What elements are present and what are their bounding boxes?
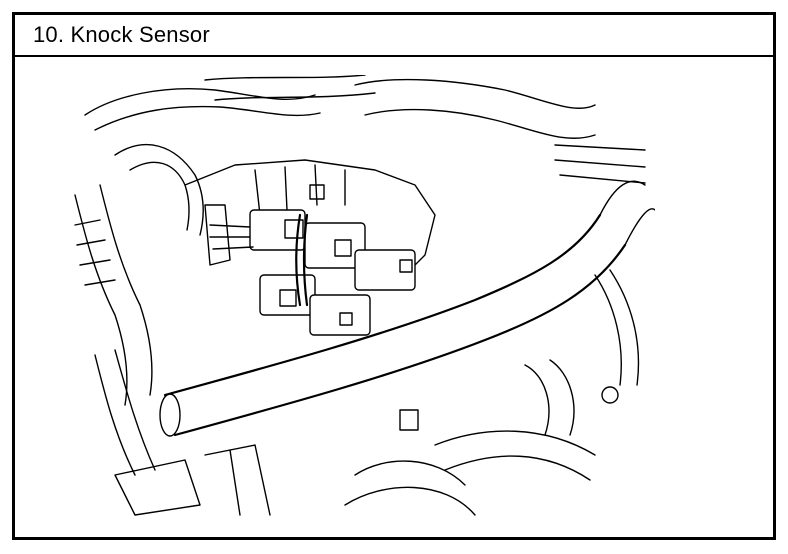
left-curved-pipe — [114, 143, 204, 236]
wire-harness-left — [209, 224, 254, 250]
main-hose-bottom — [173, 243, 627, 437]
lower-right-curve — [524, 359, 575, 436]
upper-right-block — [354, 78, 596, 139]
connector-lower-2-boss — [339, 312, 353, 326]
main-hose-top — [163, 213, 602, 397]
lower-right-hose — [434, 430, 596, 481]
left-hose-inner — [99, 184, 153, 396]
left-curved-pipe-2 — [129, 161, 190, 231]
upper-hose-top — [204, 75, 376, 101]
connector-mid-clip — [334, 239, 352, 257]
connector-right-boss — [399, 259, 413, 273]
lower-left-pipe — [94, 349, 156, 476]
block-boss — [309, 184, 325, 200]
lower-mount — [204, 444, 271, 516]
right-pipes — [554, 144, 646, 184]
lower-pulley — [344, 460, 476, 516]
right-edge-pipe — [594, 269, 640, 386]
figure-title: 10. Knock Sensor — [15, 15, 773, 57]
block-ribs — [254, 164, 346, 216]
connector-lower-clip — [279, 289, 297, 307]
main-hose-end — [159, 393, 181, 437]
left-hose-outer — [74, 194, 128, 406]
block-outline — [184, 159, 436, 286]
connector-upper-clip — [284, 219, 304, 239]
main-hose-bend — [599, 180, 655, 246]
knock-sensor-illustration — [74, 75, 655, 516]
left-ribs — [74, 219, 116, 286]
bracket — [204, 204, 231, 266]
sensor-wire — [295, 213, 309, 307]
connector-cluster — [204, 204, 416, 336]
upper-hose-left-inner — [94, 105, 321, 131]
figure-frame: 10. Knock Sensor — [12, 12, 776, 540]
lower-bolt — [399, 409, 419, 431]
figure-title-text: 10. Knock Sensor — [33, 22, 210, 47]
lower-bracket — [114, 459, 201, 516]
upper-hose-left — [84, 88, 316, 116]
connector-right — [354, 249, 416, 291]
right-fitting — [601, 386, 619, 404]
